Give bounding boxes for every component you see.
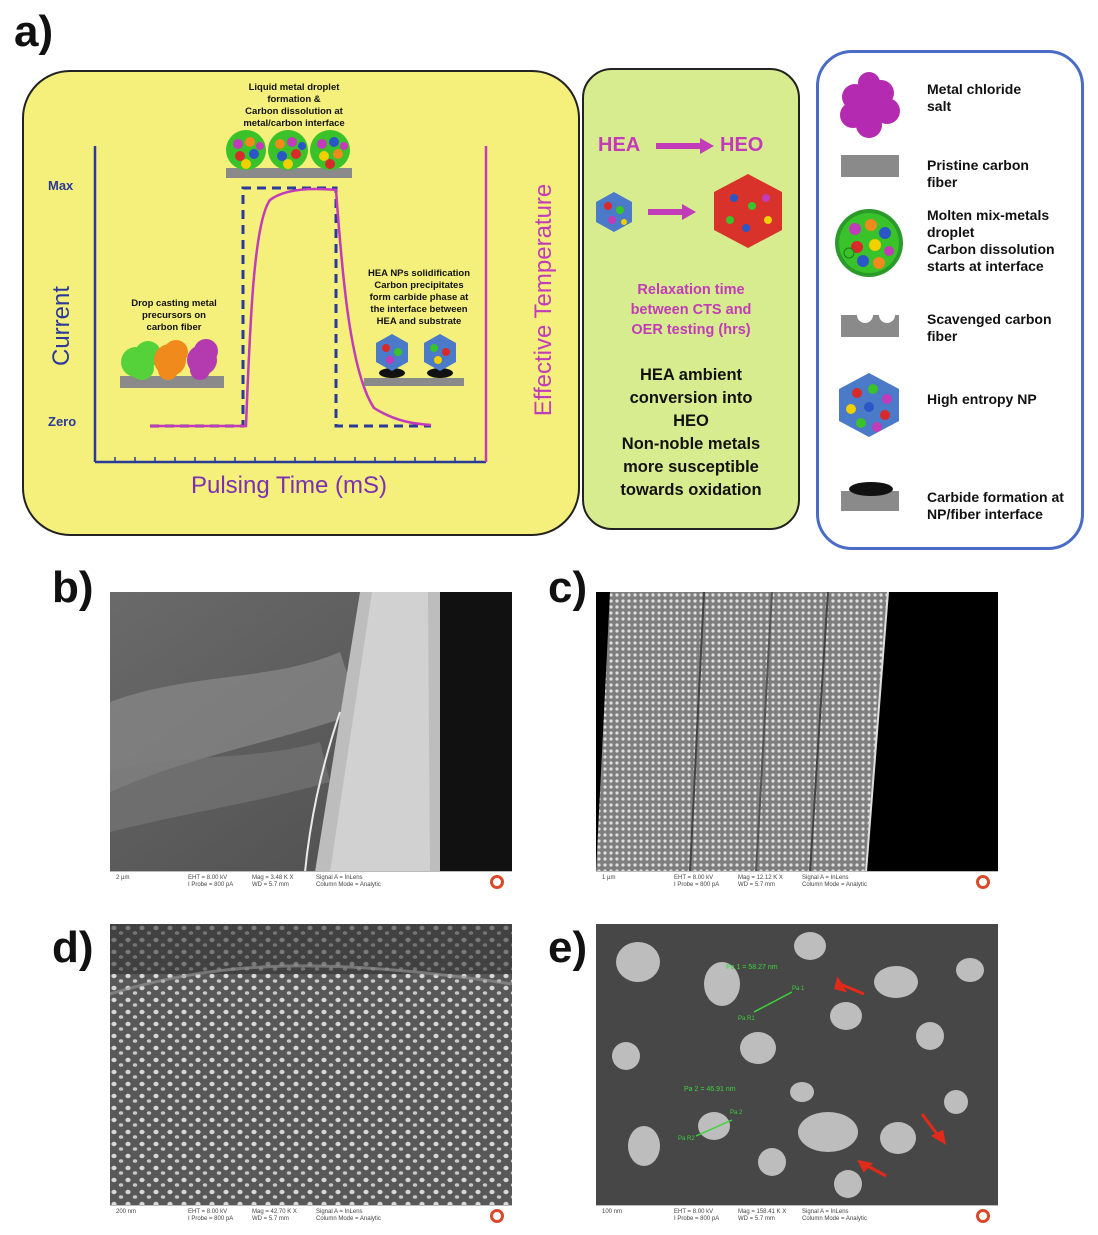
stage-solidification-text: HEA NPs solidification Carbon precipitat… xyxy=(367,268,471,327)
probe-label: I Probe = 800 pA xyxy=(188,882,234,888)
wd-label: WD = 5.7 mm xyxy=(738,882,775,888)
eht-label: EHT = 8.00 kV xyxy=(674,1209,714,1215)
facility-logo-icon xyxy=(976,875,990,889)
current-axis-label: Current xyxy=(48,285,75,367)
heo-label: HEO xyxy=(720,134,764,156)
scale-bar-label: 200 nm xyxy=(116,1209,137,1215)
legend-item-carbide: Carbide formation at NP/fiber interface xyxy=(927,489,1064,522)
temperature-axis-label: Effective Temperature xyxy=(530,183,557,417)
sem-image-b: 2 µm EHT = 8.00 kV I Probe = 800 pA Mag … xyxy=(110,592,512,892)
legend-item-pristine-fiber: Pristine carbon fiber xyxy=(927,157,1029,190)
stage-liquid-text: Liquid metal droplet formation & Carbon … xyxy=(243,82,345,129)
drop-casting-illustration xyxy=(120,339,224,388)
heo-np-icon xyxy=(714,174,782,248)
mag-label: Mag = 12.12 K X xyxy=(738,875,783,881)
legend-panel: Metal chloride salt Pristine carbon fibe… xyxy=(816,50,1084,550)
eht-label: EHT = 8.00 kV xyxy=(188,1209,228,1215)
oxidation-panel: HEA HEO Relaxation time between CTS and … xyxy=(582,68,800,530)
eht-label: EHT = 8.00 kV xyxy=(188,875,228,881)
relaxation-time-text: Relaxation time between CTS and OER test… xyxy=(630,282,752,338)
particle-2-size-label: Pa 2 = 46.91 nm xyxy=(684,1086,736,1093)
scale-bar-label: 1 µm xyxy=(602,875,616,881)
column-mode-label: Column Mode = Analytic xyxy=(802,1216,867,1222)
sem-image-d: 200 nm EHT = 8.00 kV I Probe = 800 pA Ma… xyxy=(110,924,512,1226)
wd-label: WD = 5.7 mm xyxy=(738,1216,775,1222)
legend-item-scavenged-fiber: Scavenged carbon fiber xyxy=(927,311,1052,344)
scale-bar-label: 100 nm xyxy=(602,1209,623,1215)
molten-droplet-icon xyxy=(835,209,903,277)
metal-chloride-salt-icon xyxy=(840,72,900,138)
column-mode-label: Column Mode = Analytic xyxy=(316,1216,381,1222)
column-mode-label: Column Mode = Analytic xyxy=(316,882,381,888)
facility-logo-icon xyxy=(490,875,504,889)
particle-1-ref-label: Pa R1 xyxy=(738,1016,755,1022)
sem-image-e: Pa 1 = 58.27 nm Pa 1 Pa R1 Pa 2 = 46.91 … xyxy=(596,924,998,1226)
signal-label: Signal A = InLens xyxy=(802,875,849,881)
pristine-carbon-fiber-icon xyxy=(841,155,899,177)
legend-item-molten-droplet: Molten mix-metals droplet Carbon dissolu… xyxy=(927,207,1055,274)
signal-label: Signal A = InLens xyxy=(316,1209,363,1215)
panel-e-label: e) xyxy=(548,923,588,972)
liquid-droplet-illustration xyxy=(226,130,352,178)
signal-label: Signal A = InLens xyxy=(316,875,363,881)
hea-to-heo-graphic xyxy=(596,138,782,248)
facility-logo-icon xyxy=(976,1209,990,1223)
legend-item-metal-chloride: Metal chloride salt xyxy=(927,81,1022,114)
high-entropy-np-icon xyxy=(839,373,899,437)
y-max-label: Max xyxy=(48,178,74,193)
carbide-formation-icon xyxy=(841,482,899,511)
particle-2-point-label: Pa 2 xyxy=(730,1110,743,1116)
column-mode-label: Column Mode = Analytic xyxy=(802,882,867,888)
conversion-text: HEA ambient conversion into HEO Non-nobl… xyxy=(620,366,762,499)
x-ticks xyxy=(114,457,476,462)
probe-label: I Probe = 800 pA xyxy=(674,882,720,888)
temperature-curve xyxy=(150,187,432,428)
mag-label: Mag = 3.48 K X xyxy=(252,875,294,881)
x-axis-label: Pulsing Time (mS) xyxy=(190,472,388,499)
legend-icons xyxy=(835,72,903,511)
mag-label: Mag = 158.41 K X xyxy=(738,1209,787,1215)
sem-image-c: 1 µm EHT = 8.00 kV I Probe = 800 pA Mag … xyxy=(596,592,998,892)
mag-label: Mag = 42.70 K X xyxy=(252,1209,297,1215)
wd-label: WD = 5.7 mm xyxy=(252,882,289,888)
probe-label: I Probe = 800 pA xyxy=(188,1216,234,1222)
y-zero-label: Zero xyxy=(48,414,77,429)
signal-label: Signal A = InLens xyxy=(802,1209,849,1215)
hea-label: HEA xyxy=(598,134,641,156)
stage-drop-casting-text: Drop casting metal precursors on carbon … xyxy=(131,298,217,333)
probe-label: I Probe = 800 pA xyxy=(674,1216,720,1222)
particle-2-ref-label: Pa R2 xyxy=(678,1136,695,1142)
scavenged-carbon-fiber-icon xyxy=(841,315,899,337)
process-schematic-panel: Max Zero Current Effective Temperature P… xyxy=(22,70,580,536)
solidified-np-illustration xyxy=(364,334,464,386)
panel-c-label: c) xyxy=(548,563,588,612)
panel-a-label: a) xyxy=(14,7,54,56)
particle-1-point-label: Pa 1 xyxy=(792,986,805,992)
hea-np-icon xyxy=(596,192,632,232)
panel-d-label: d) xyxy=(52,923,94,972)
wd-label: WD = 5.7 mm xyxy=(252,1216,289,1222)
eht-label: EHT = 8.00 kV xyxy=(674,875,714,881)
facility-logo-icon xyxy=(490,1209,504,1223)
panel-b-label: b) xyxy=(52,563,94,612)
scale-bar-label: 2 µm xyxy=(116,875,130,881)
pulse-plot xyxy=(93,130,488,464)
particle-1-size-label: Pa 1 = 58.27 nm xyxy=(726,964,778,971)
legend-item-high-entropy-np: High entropy NP xyxy=(927,391,1037,407)
